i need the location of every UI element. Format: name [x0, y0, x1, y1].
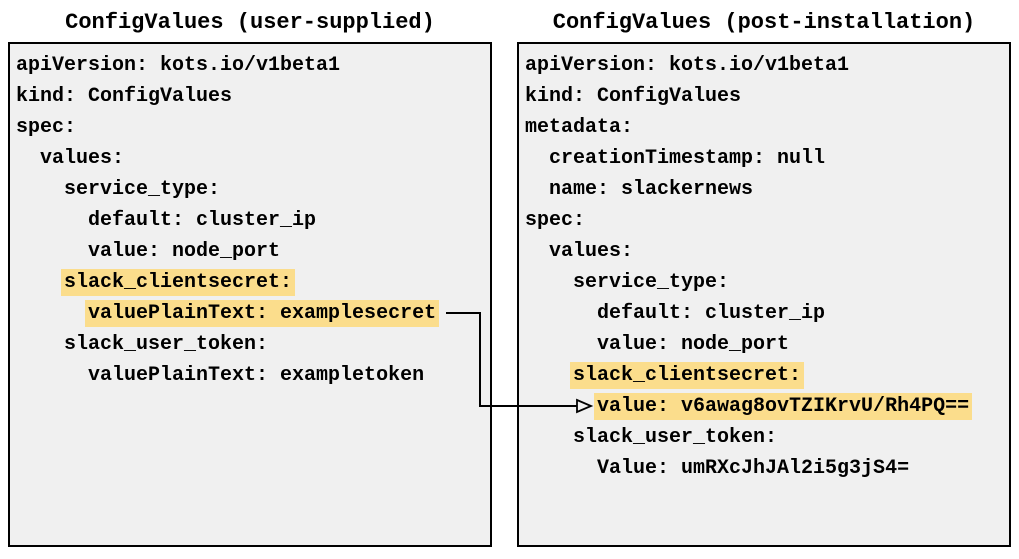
yaml-line: metadata: — [525, 112, 1005, 143]
yaml-line: spec: — [16, 112, 486, 143]
yaml-line: spec: — [525, 205, 1005, 236]
yaml-indent — [525, 178, 549, 201]
yaml-indent — [525, 302, 597, 325]
yaml-text: valuePlainText: exampletoken — [88, 364, 425, 387]
yaml-line: name: slackernews — [525, 174, 1005, 205]
highlighted-yaml-text: value: v6awag8ovTZIKrvU/Rh4PQ== — [594, 393, 973, 420]
yaml-text: value: node_port — [597, 333, 790, 356]
config-values-user-supplied-panel: apiVersion: kots.io/v1beta1 kind: ConfigV… — [8, 42, 492, 547]
yaml-indent — [525, 457, 597, 480]
yaml-line: value: node_port — [525, 329, 1005, 360]
yaml-text: value: node_port — [88, 240, 281, 263]
yaml-text: default: cluster_ip — [597, 302, 826, 325]
yaml-text: values: — [40, 147, 125, 170]
yaml-text: service_type: — [573, 271, 730, 294]
highlighted-yaml-text: slack_clientsecret: — [570, 362, 805, 389]
yaml-line: valuePlainText: exampletoken — [16, 360, 486, 391]
yaml-indent — [525, 395, 597, 418]
yaml-line: value: v6awag8ovTZIKrvU/Rh4PQ== — [525, 391, 1005, 422]
yaml-line: slack_clientsecret: — [16, 267, 486, 298]
yaml-indent — [16, 271, 64, 294]
config-values-post-installation-panel: apiVersion: kots.io/v1beta1 kind: ConfigV… — [517, 42, 1011, 547]
yaml-text: kind: ConfigValues — [16, 85, 233, 108]
yaml-text: metadata: — [525, 116, 634, 139]
yaml-indent — [525, 426, 573, 449]
yaml-line: values: — [525, 236, 1005, 267]
yaml-indent — [525, 240, 549, 263]
yaml-line: kind: ConfigValues — [16, 81, 486, 112]
yaml-indent — [16, 240, 88, 263]
yaml-indent — [16, 147, 40, 170]
yaml-indent — [525, 147, 549, 170]
yaml-text: slack_user_token: — [573, 426, 778, 449]
yaml-line: apiVersion: kots.io/v1beta1 — [16, 50, 486, 81]
yaml-indent — [525, 333, 597, 356]
yaml-line: value: node_port — [16, 236, 486, 267]
yaml-indent — [525, 364, 573, 387]
yaml-line: apiVersion: kots.io/v1beta1 — [525, 50, 1005, 81]
yaml-text: default: cluster_ip — [88, 209, 317, 232]
yaml-line: default: cluster_ip — [525, 298, 1005, 329]
yaml-indent — [16, 364, 88, 387]
yaml-text: apiVersion: kots.io/v1beta1 — [16, 54, 341, 77]
yaml-line: default: cluster_ip — [16, 205, 486, 236]
yaml-text: apiVersion: kots.io/v1beta1 — [525, 54, 850, 77]
yaml-line: slack_user_token: — [16, 329, 486, 360]
yaml-line: service_type: — [16, 174, 486, 205]
yaml-line: Value: umRXcJhJAl2i5g3jS4= — [525, 453, 1005, 484]
yaml-text: spec: — [525, 209, 586, 232]
yaml-indent — [16, 302, 88, 325]
yaml-indent — [16, 178, 64, 201]
yaml-line: kind: ConfigValues — [525, 81, 1005, 112]
yaml-indent — [16, 333, 64, 356]
yaml-text: name: slackernews — [549, 178, 754, 201]
yaml-line: slack_user_token: — [525, 422, 1005, 453]
yaml-text: kind: ConfigValues — [525, 85, 742, 108]
yaml-line: creationTimestamp: null — [525, 143, 1005, 174]
yaml-text: Value: umRXcJhJAl2i5g3jS4= — [597, 457, 910, 480]
yaml-indent — [525, 271, 573, 294]
left-panel-title: ConfigValues (user-supplied) — [65, 10, 435, 35]
yaml-text: values: — [549, 240, 634, 263]
right-panel-title: ConfigValues (post-installation) — [552, 10, 976, 35]
yaml-text: creationTimestamp: null — [549, 147, 826, 170]
yaml-line: service_type: — [525, 267, 1005, 298]
yaml-line: slack_clientsecret: — [525, 360, 1005, 391]
yaml-text: spec: — [16, 116, 77, 139]
yaml-line: valuePlainText: examplesecret — [16, 298, 486, 329]
yaml-text: service_type: — [64, 178, 221, 201]
yaml-line: values: — [16, 143, 486, 174]
highlighted-yaml-text: slack_clientsecret: — [61, 269, 296, 296]
yaml-text: slack_user_token: — [64, 333, 269, 356]
yaml-indent — [16, 209, 88, 232]
highlighted-yaml-text: valuePlainText: examplesecret — [85, 300, 440, 327]
